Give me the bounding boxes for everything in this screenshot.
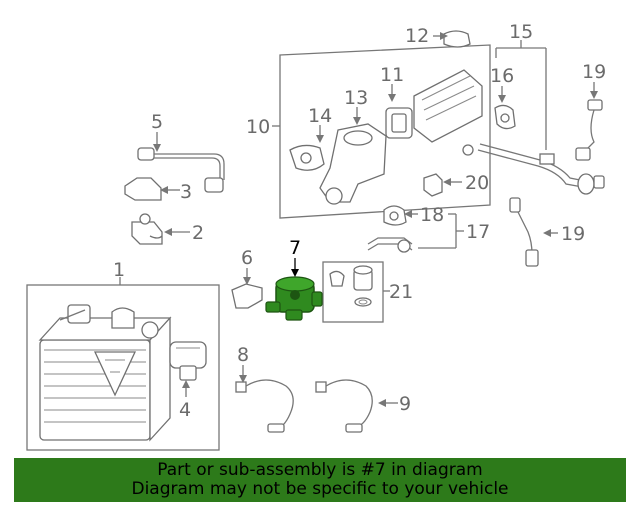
- callout-2: 2: [192, 222, 204, 244]
- part-7-highlighted-valve[interactable]: [265, 276, 323, 321]
- callout-11: 11: [380, 64, 404, 86]
- callout-14: 14: [308, 105, 332, 127]
- part-2-sensor: [131, 213, 163, 245]
- callout-12: 12: [405, 25, 429, 47]
- callout-7[interactable]: 7: [289, 237, 301, 259]
- callout-17: 17: [466, 221, 490, 243]
- part-16-gasket: [494, 104, 516, 130]
- callout-19-upper: 19: [582, 61, 606, 83]
- callout-9: 9: [399, 393, 411, 415]
- callout-16: 16: [490, 65, 514, 87]
- part-5-harness: [137, 147, 225, 193]
- part-12-gasket: [443, 30, 471, 48]
- callout-20: 20: [465, 172, 489, 194]
- callout-5: 5: [151, 111, 163, 133]
- part-1-canister: [38, 304, 172, 442]
- callout-18: 18: [420, 204, 444, 226]
- part-13-egr-valve: [319, 123, 387, 205]
- part-6-bracket: [231, 283, 263, 309]
- part-9-sensor: [315, 379, 373, 433]
- part-19-lower-sensor: [509, 197, 539, 267]
- callout-21: 21: [389, 281, 413, 303]
- callout-13: 13: [344, 87, 368, 109]
- part-11-gasket: [385, 107, 413, 139]
- callout-10: 10: [246, 116, 270, 138]
- callout-labels: 1 2 3 4 5 6 7 8 9 10 11 12 13 14 15 16 1…: [113, 21, 606, 421]
- callout-6: 6: [241, 247, 253, 269]
- part-8-sensor: [235, 379, 294, 433]
- group-box-21: [322, 261, 384, 323]
- callout-19-lower: 19: [561, 223, 585, 245]
- part-14-gasket: [289, 144, 325, 171]
- part-3-bracket: [124, 177, 162, 201]
- part-21-valve-kit: [329, 265, 373, 307]
- part-egr-pipe: [462, 143, 605, 195]
- callout-8: 8: [237, 344, 249, 366]
- part-19-upper-sensor: [575, 99, 603, 161]
- part-egr-cooler: [413, 69, 483, 143]
- banner-line-2: Diagram may not be specific to your vehi…: [131, 479, 509, 499]
- bracket-17: [418, 213, 464, 249]
- part-20-bracket: [423, 173, 443, 197]
- callout-1: 1: [113, 259, 125, 281]
- bracket-15: [495, 40, 547, 150]
- callout-3: 3: [180, 181, 192, 203]
- group-box-10: [272, 44, 491, 219]
- part-4-connector: [169, 341, 207, 381]
- part-17-pipe: [367, 237, 413, 253]
- info-banner: Part or sub-assembly is #7 in diagram Di…: [14, 458, 626, 502]
- part-18-gasket: [383, 205, 407, 226]
- callout-15: 15: [509, 21, 533, 43]
- callout-4: 4: [179, 399, 191, 421]
- group-box-1: [26, 284, 220, 451]
- banner-line-1: Part or sub-assembly is #7 in diagram: [157, 460, 483, 480]
